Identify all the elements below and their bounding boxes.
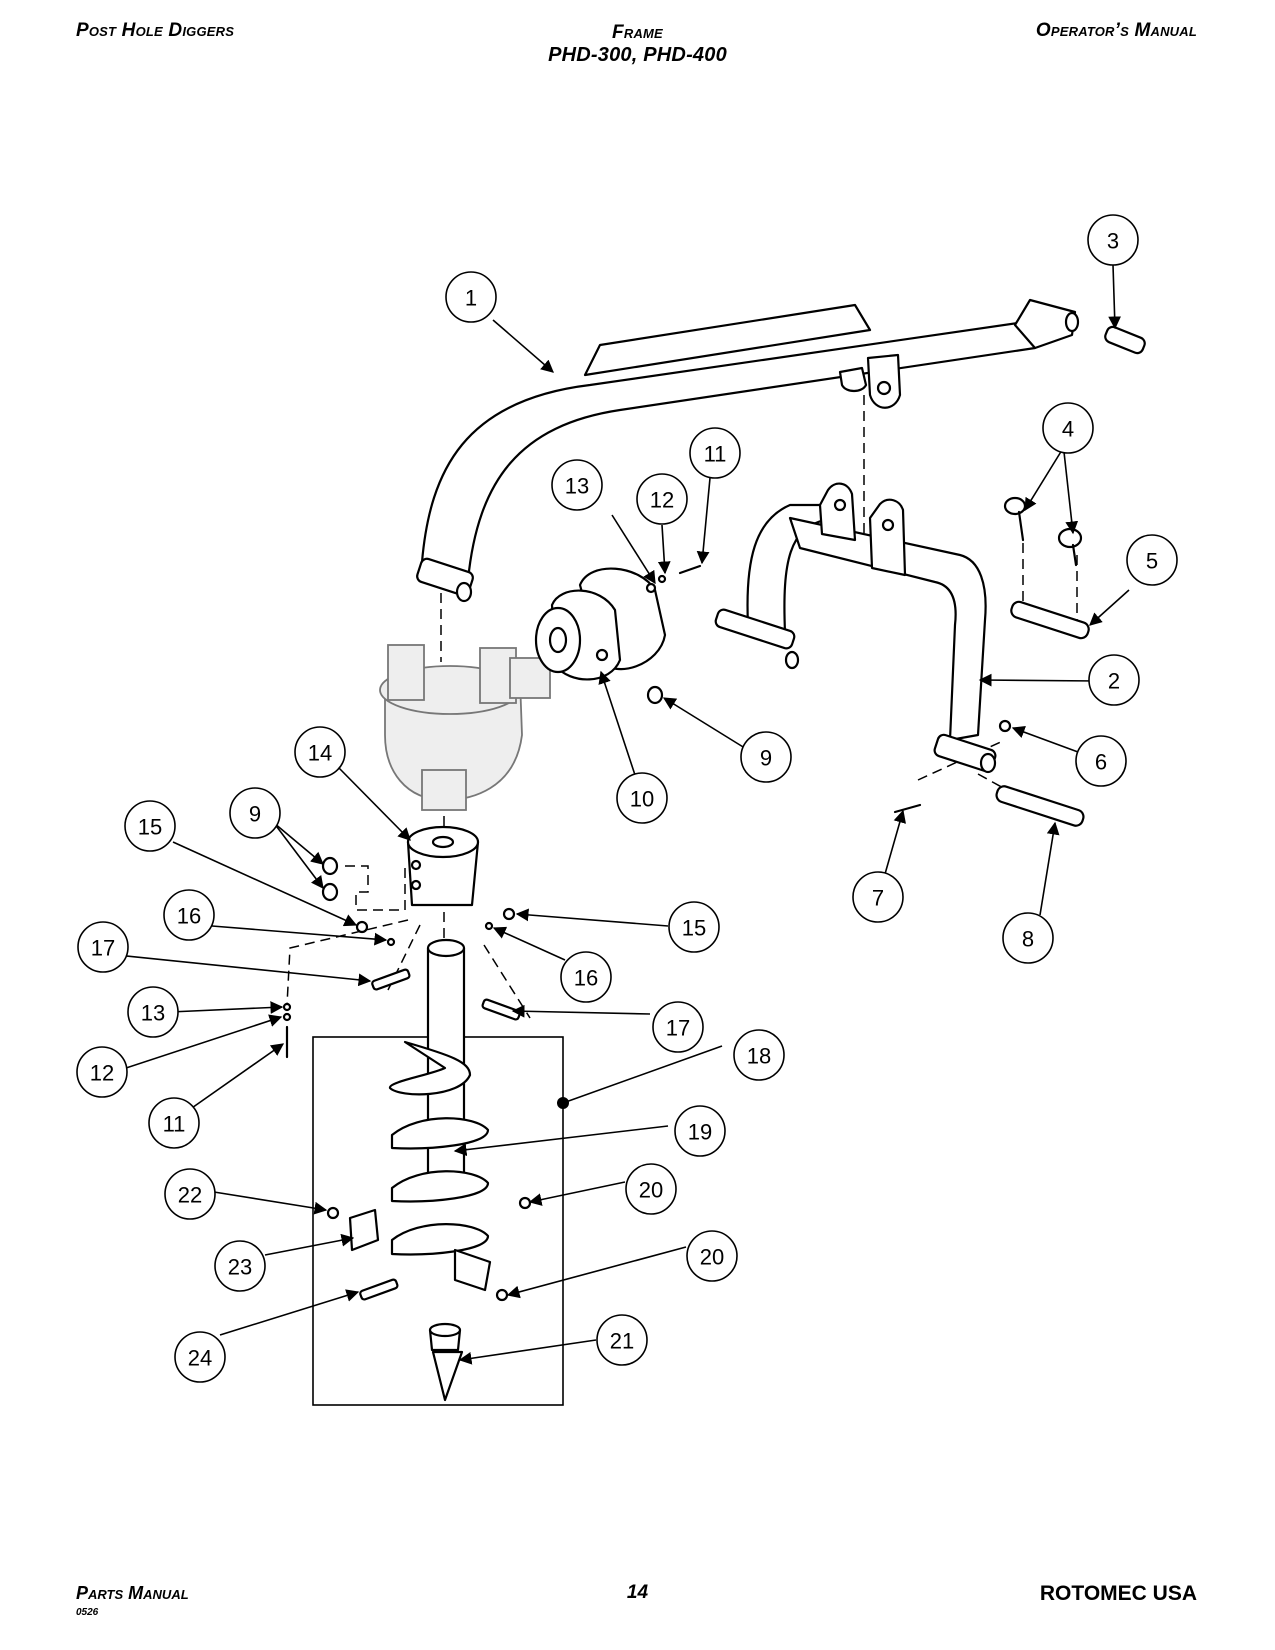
callout-6: 6 [1075,735,1127,787]
svg-text:14: 14 [308,741,332,766]
svg-text:13: 13 [141,1001,165,1026]
svg-text:24: 24 [188,1346,212,1371]
callout-9-left: 9 [229,787,281,839]
callout-18: 18 [733,1029,785,1081]
callout-22: 22 [164,1168,216,1220]
part-18-auger-assembly [312,938,564,1406]
header-section-name: Frame [612,22,663,43]
header-models: PHD-300, PHD-400 [548,44,727,66]
callout-23: 23 [214,1240,266,1292]
callout-12-upper: 12 [636,473,688,525]
callout-14: 14 [294,726,346,778]
svg-text:20: 20 [700,1245,724,1270]
svg-text:16: 16 [574,966,598,991]
callout-20-upper: 20 [625,1163,677,1215]
svg-text:9: 9 [249,802,261,827]
svg-text:11: 11 [163,1112,186,1137]
svg-text:1: 1 [465,286,477,311]
svg-text:21: 21 [610,1329,634,1354]
part-10-drive-hub [534,567,667,681]
svg-text:22: 22 [178,1183,202,1208]
gearbox [379,644,551,811]
callout-13-lower: 13 [127,986,179,1038]
header-manual-series: Post Hole Diggers [76,20,235,41]
svg-text:8: 8 [1022,927,1034,952]
svg-text:18: 18 [747,1044,771,1069]
parts-11-13-lower-hardware [282,1002,292,1059]
svg-text:5: 5 [1146,549,1158,574]
callout-10: 10 [616,772,668,824]
svg-text:13: 13 [565,474,589,499]
footer-page-number: 14 [626,1582,649,1603]
svg-text:12: 12 [90,1061,114,1086]
svg-text:15: 15 [138,815,162,840]
callout-15-right: 15 [668,901,720,953]
svg-text:23: 23 [228,1255,252,1280]
callout-24: 24 [174,1331,226,1383]
part-6-nut [998,719,1012,733]
parts-15-17-hardware [355,907,521,1021]
callout-11-lower: 11 [148,1097,200,1149]
header-section-title: Frame PHD-300, PHD-400 [0,22,1275,67]
callout-9-upper: 9 [740,731,792,783]
callout-15-left: 15 [124,800,176,852]
callout-16-left: 16 [163,889,215,941]
part-1-main-frame-arm [416,298,1080,603]
callout-5: 5 [1126,534,1178,586]
callout-1: 1 [445,271,497,323]
callout-11-upper: 11 [689,427,741,479]
svg-text:9: 9 [760,746,772,771]
svg-text:17: 17 [91,936,115,961]
part-2-sub-frame [714,482,997,774]
svg-text:15: 15 [682,916,706,941]
svg-text:6: 6 [1095,750,1107,775]
svg-text:7: 7 [872,886,884,911]
part-3-pin [1104,325,1146,355]
svg-text:12: 12 [650,488,674,513]
svg-text:4: 4 [1062,417,1074,442]
callout-20-lower: 20 [686,1230,738,1282]
callout-12-lower: 12 [76,1046,128,1098]
svg-text:2: 2 [1108,669,1120,694]
leader-lines [125,264,1130,1365]
svg-text:3: 3 [1107,229,1119,254]
footer-revision-code: 0526 [76,1607,99,1618]
svg-text:10: 10 [630,787,654,812]
callout-3: 3 [1087,214,1139,266]
callout-21: 21 [596,1314,648,1366]
callout-13-upper: 13 [551,459,603,511]
callout-17-left: 17 [77,921,129,973]
footer-manual-name: Parts Manual [76,1583,189,1603]
svg-text:11: 11 [704,442,727,467]
part-5-pin [1010,600,1090,640]
svg-text:20: 20 [639,1178,663,1203]
callout-8: 8 [1002,912,1054,964]
svg-text:16: 16 [177,904,201,929]
callout-4: 4 [1042,402,1094,454]
part-7-bolt [893,803,922,814]
callout-19: 19 [674,1105,726,1157]
callout-2: 2 [1088,654,1140,706]
part-14-adapter [406,825,480,907]
callout-7: 7 [852,871,904,923]
callout-16-right: 16 [560,951,612,1003]
callout-17-right: 17 [652,1001,704,1053]
footer-company: ROTOMEC USA [1039,1582,1197,1605]
part-11-13-upper-hardware [645,564,702,594]
header-manual-type: Operator’s Manual [1035,20,1197,41]
svg-text:19: 19 [688,1120,712,1145]
svg-text:17: 17 [666,1016,690,1041]
part-9-rings [321,856,339,902]
part-9-grease-ring [646,685,664,705]
part-8-pin [995,785,1085,827]
